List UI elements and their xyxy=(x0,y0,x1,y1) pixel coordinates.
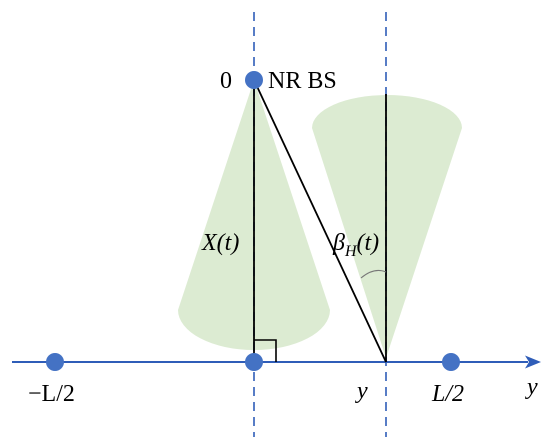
beta-h-label: βH(t) xyxy=(332,230,379,260)
beta-angle-arc xyxy=(360,270,387,279)
hypotenuse-line xyxy=(253,79,387,363)
right-angle-marker xyxy=(254,339,277,362)
beta-symbol: β xyxy=(332,230,345,256)
beta-argument: (t) xyxy=(357,230,380,256)
x-of-t-label: X(t) xyxy=(201,230,239,256)
bs-dot xyxy=(245,71,263,89)
y-axis-arrowhead xyxy=(525,355,541,369)
minus-half-dot xyxy=(46,353,64,371)
y-point-label: y xyxy=(355,378,368,404)
minus-half-label: −L/2 xyxy=(28,381,75,407)
origin-axis-dot xyxy=(245,353,263,371)
origin-label: 0 xyxy=(220,68,232,94)
y-axis-label: y xyxy=(525,374,538,400)
plus-half-dot xyxy=(442,353,460,371)
plus-half-label: L/2 xyxy=(431,381,464,407)
right-beam-cone xyxy=(312,95,462,358)
beta-subscript: H xyxy=(344,243,358,260)
bs-label: NR BS xyxy=(268,68,337,94)
